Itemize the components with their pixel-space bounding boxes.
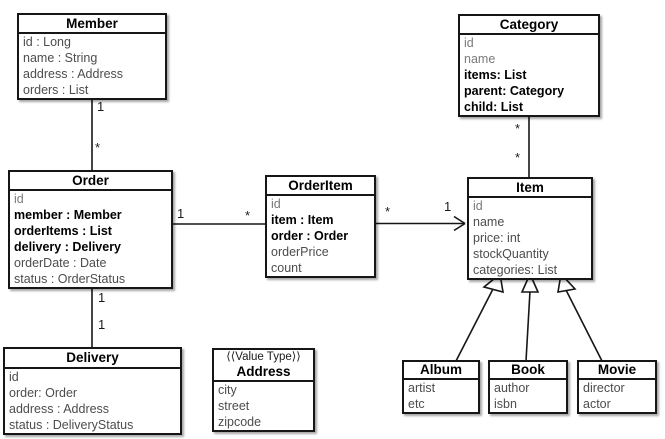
attribute: etc xyxy=(408,397,425,411)
generalization-album-line xyxy=(455,288,494,362)
multiplicity-label: 1 xyxy=(97,99,105,114)
attribute: author xyxy=(494,381,530,395)
attribute: orderPrice xyxy=(271,245,329,259)
attribute-list: director actor xyxy=(579,380,655,412)
multiplicity-label: * xyxy=(385,204,391,219)
attribute: orderDate : Date xyxy=(14,256,107,270)
attribute: artist xyxy=(408,381,436,395)
class-box-category: Category id name items: List parent: Cat… xyxy=(458,14,600,117)
attribute: stockQuantity xyxy=(473,247,549,261)
attribute: delivery : Delivery xyxy=(14,240,122,254)
attribute-list: id member : Member orderItems : List del… xyxy=(10,191,171,287)
class-title: Item xyxy=(469,179,591,198)
multiplicity-label: 1 xyxy=(444,199,452,214)
class-box-item: Item id name price: int stockQuantity ca… xyxy=(467,177,593,280)
attribute: orders : List xyxy=(23,83,89,97)
attribute: name xyxy=(464,52,496,66)
attribute: status : DeliveryStatus xyxy=(9,418,134,432)
attribute: status : OrderStatus xyxy=(14,272,126,286)
multiplicity-label: * xyxy=(245,208,251,223)
attribute-list: id name items: List parent: Category chi… xyxy=(460,35,598,115)
attribute: city xyxy=(218,383,237,397)
attribute: item : Item xyxy=(271,213,334,227)
attribute: address : Address xyxy=(23,67,124,81)
attribute-list: id name price: int stockQuantity categor… xyxy=(469,198,591,278)
generalization-movie-line xyxy=(565,289,603,362)
class-header: ⟨⟨Value Type⟩⟩ Address xyxy=(214,350,313,382)
attribute: price: int xyxy=(473,231,521,245)
multiplicity-label: 1 xyxy=(177,206,185,221)
attribute: isbn xyxy=(494,397,517,411)
generalization-book-line xyxy=(525,290,531,362)
class-box-movie: Movie director actor xyxy=(577,360,657,414)
attribute: items: List xyxy=(464,68,527,82)
attribute-list: id : Long name : String address : Addres… xyxy=(19,34,165,98)
class-title: Order xyxy=(10,172,171,191)
attribute: actor xyxy=(583,397,611,411)
attribute: id xyxy=(14,192,24,206)
class-box-orderitem: OrderItem id item : Item order : Order o… xyxy=(265,175,376,278)
attribute: director xyxy=(583,381,625,395)
attribute: id : Long xyxy=(23,35,71,49)
multiplicity-label: 1 xyxy=(98,290,106,305)
attribute: address : Address xyxy=(9,402,110,416)
attribute: id xyxy=(464,36,474,50)
class-title: Album xyxy=(404,362,478,380)
open-arrowhead-lower xyxy=(453,222,466,232)
class-title: Book xyxy=(490,362,566,380)
attribute: order: Order xyxy=(9,386,78,400)
class-box-order: Order id member : Member orderItems : Li… xyxy=(8,170,173,289)
attribute-list: id item : Item order : Order orderPrice … xyxy=(267,196,374,276)
attribute-list: id order: Order address : Address status… xyxy=(5,369,180,433)
attribute: orderItems : List xyxy=(14,224,112,238)
attribute-list: city street zipcode xyxy=(214,382,313,430)
class-title: Category xyxy=(460,16,598,35)
multiplicity-label: 1 xyxy=(98,317,106,332)
attribute: count xyxy=(271,261,302,275)
class-box-member: Member id : Long name : String address :… xyxy=(17,13,167,100)
attribute: zipcode xyxy=(218,415,262,429)
open-arrowhead-upper xyxy=(453,215,466,225)
attribute: id xyxy=(9,370,19,384)
class-box-address: ⟨⟨Value Type⟩⟩ Address city street zipco… xyxy=(212,348,315,432)
attribute: child: List xyxy=(464,100,524,114)
attribute: name xyxy=(473,215,505,229)
class-title: Address xyxy=(236,364,291,379)
stereotype-label: ⟨⟨Value Type⟩⟩ xyxy=(226,351,301,363)
attribute: id xyxy=(271,197,281,211)
attribute: street xyxy=(218,399,250,413)
class-box-album: Album artist etc xyxy=(402,360,480,414)
attribute: id xyxy=(473,199,483,213)
class-title: Delivery xyxy=(5,349,180,369)
class-title: Movie xyxy=(579,362,655,380)
class-box-delivery: Delivery id order: Order address : Addre… xyxy=(3,347,182,435)
attribute-list: artist etc xyxy=(404,380,478,412)
multiplicity-label: * xyxy=(515,150,521,165)
class-title: OrderItem xyxy=(267,177,374,196)
attribute: parent: Category xyxy=(464,84,565,98)
class-title: Member xyxy=(19,15,165,34)
attribute: member : Member xyxy=(14,208,122,222)
multiplicity-label: * xyxy=(515,121,521,136)
multiplicity-label: * xyxy=(95,140,101,155)
attribute: categories: List xyxy=(473,263,558,277)
attribute: name : String xyxy=(23,51,98,65)
attribute-list: author isbn xyxy=(490,380,566,412)
attribute: order : Order xyxy=(271,229,349,243)
class-box-book: Book author isbn xyxy=(488,360,568,414)
